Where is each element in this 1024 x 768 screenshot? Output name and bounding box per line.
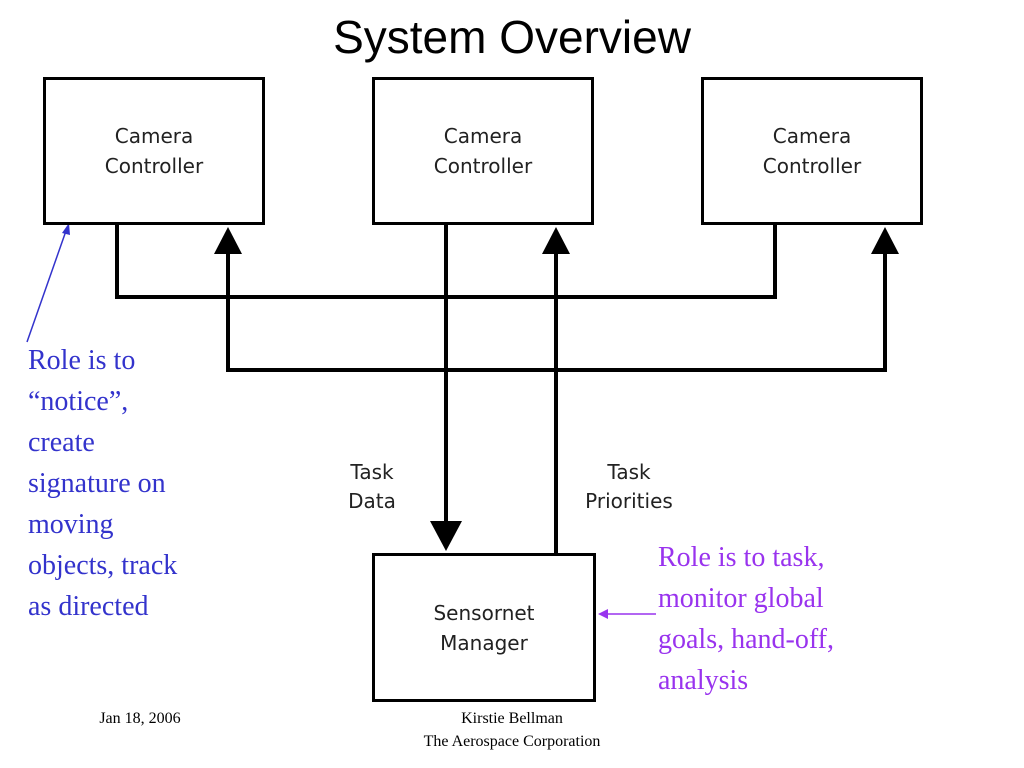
arrowhead-center-up: [542, 227, 570, 254]
manager-note-pointer-head: [598, 609, 608, 619]
camera-controller-left-label: Camera Controller: [104, 124, 204, 178]
camera-controller-center-label: Camera Controller: [433, 124, 533, 178]
arrowhead-left-up: [214, 227, 242, 254]
task-data-label: Task Data: [348, 460, 396, 513]
footer-date: Jan 18, 2006: [99, 710, 181, 727]
camera-note-pointer: [26, 227, 68, 343]
arrowhead-right-up: [871, 227, 899, 254]
footer-author: Kirstie Bellman: [461, 710, 563, 727]
camera-note-pointer-head: [62, 223, 70, 235]
sensornet-manager-label: Sensornet Manager: [433, 600, 535, 655]
camera-controller-center: Camera Controller: [372, 77, 594, 225]
camera-controller-right-label: Camera Controller: [762, 124, 862, 178]
slide-title: System Overview: [333, 11, 691, 63]
arrowhead-manager-down: [430, 521, 462, 551]
sensornet-manager: Sensornet Manager: [372, 553, 596, 702]
camera-controller-right: Camera Controller: [701, 77, 923, 225]
footer-organization: The Aerospace Corporation: [423, 733, 601, 750]
camera-role-note: Role is to “notice”, create signature on…: [28, 345, 178, 622]
camera-controller-left: Camera Controller: [43, 77, 265, 225]
task-priorities-label: Task Priorities: [585, 460, 673, 513]
manager-role-note: Role is to task, monitor global goals, h…: [658, 542, 834, 696]
